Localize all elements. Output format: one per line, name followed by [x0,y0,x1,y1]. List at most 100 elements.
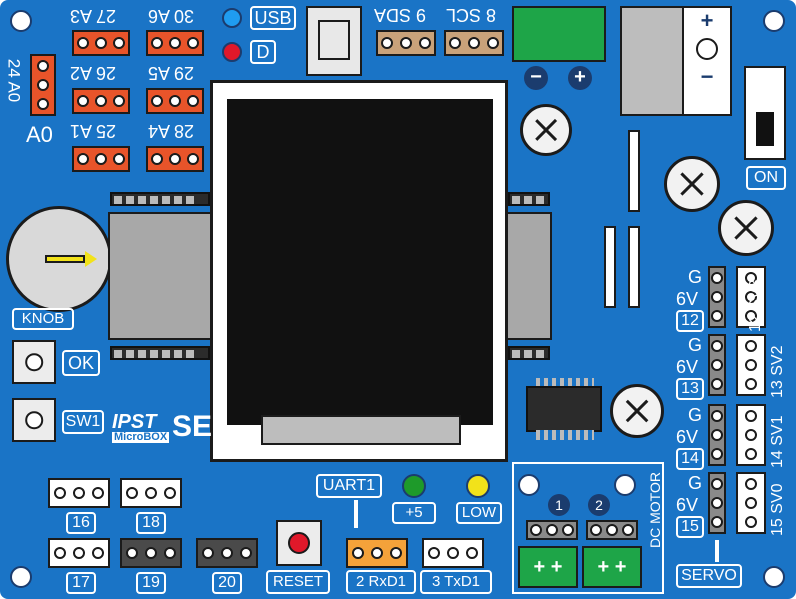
potentiometer-4[interactable] [610,384,664,438]
power-terminal-block[interactable] [512,6,606,62]
motor-terminal-1[interactable]: + + [518,546,578,588]
motor-1-badge: 1 [548,494,570,516]
header-pin [174,350,182,358]
label-on: ON [746,166,786,190]
motor-header-1[interactable] [526,520,578,540]
connector-pin [95,153,107,165]
port-20-connector[interactable] [196,538,258,568]
servo-socket-sv3[interactable] [736,266,766,328]
slot-2 [604,226,616,308]
header-sda[interactable] [376,30,436,56]
led-d [222,42,242,62]
led-yellow [466,474,490,498]
port-19-connector[interactable] [120,538,182,568]
label-usb: USB [250,6,296,30]
motor-terminal-2[interactable]: + + [582,546,642,588]
potentiometer-3[interactable] [718,200,774,256]
slot-1 [628,130,640,212]
connector-pin [164,487,177,499]
usb-connector-slot [318,20,350,60]
label-port-16: 16 [66,512,96,534]
connector-pin [745,339,757,352]
label-a4: 28 A4 [148,121,195,141]
reset-button[interactable] [276,520,322,566]
header-a2[interactable] [72,88,130,114]
servo-socket-sv0[interactable] [736,472,766,534]
connector-pin [125,487,138,499]
port-17-connector[interactable] [48,538,110,568]
connector-pin [590,524,602,536]
header-a1[interactable] [72,146,130,172]
header-a4[interactable] [146,146,204,172]
header-a0[interactable] [30,54,56,116]
usb-connector[interactable] [306,6,362,76]
connector-pin [711,477,723,490]
motor-header-2[interactable] [586,520,638,540]
header-pin [512,196,520,204]
header-a5[interactable] [146,88,204,114]
connector-pin [95,95,107,107]
connector-pin [351,547,364,559]
servo-6v-label-2: 6V [676,357,699,377]
reset-button-cap [288,532,310,554]
connector-pin [745,291,757,303]
potentiometer-1[interactable] [520,104,572,156]
port-16-connector[interactable] [48,478,110,508]
servo-header-15[interactable] [708,472,726,534]
header-pin [114,350,122,358]
header-a6[interactable] [146,30,204,56]
lcd-frame [210,80,508,462]
connector-pin [606,524,618,536]
sw1-button[interactable] [12,398,56,442]
servo-g-label-1: G [688,267,703,287]
connector-pin [145,487,157,499]
mount-hole-top-left [10,10,32,32]
potentiometer-2[interactable] [664,156,720,212]
header-pin [536,350,544,358]
knob-indicator [45,255,85,263]
servo-socket-sv1[interactable] [736,404,766,466]
connector-pin [92,547,105,559]
ok-button[interactable] [12,340,56,384]
mount-hole-bottom-right [763,566,785,588]
servo-6v-label-3: 6V [676,427,699,447]
connector-pin [169,37,181,49]
servo-6v-label-1: 6V [676,289,699,309]
label-low: LOW [456,502,502,524]
servo-header-14[interactable] [708,404,726,466]
connector-pin [240,547,253,559]
knob[interactable] [6,206,112,312]
connector-pin [151,153,163,165]
lcd-pcb-left [108,212,212,340]
label-port-20: 20 [212,572,242,594]
logo-microbox: MicroBOX [112,431,170,443]
label-a6: 30 A6 [148,6,195,26]
connector-pin [711,378,723,391]
port-18-connector[interactable] [120,478,182,508]
connector-pin [169,95,181,107]
ic-pins-top [536,378,594,388]
servo-header-13[interactable] [708,334,726,396]
servo-socket-sv2[interactable] [736,334,766,396]
label-a0-vertical: 24 A0 [4,58,24,103]
connector-pin [113,153,125,165]
header-a3[interactable] [72,30,130,56]
servo-header-12[interactable] [708,266,726,328]
power-switch[interactable] [744,66,786,160]
connector-pin [92,487,105,499]
connector-pin [201,547,214,559]
knob-arrow-icon [85,251,97,267]
connector-pin [711,429,723,441]
power-minus-icon: − [524,66,548,90]
dc-motor-area [512,462,664,594]
header-scl[interactable] [444,30,504,56]
uart-rxd-connector[interactable] [346,538,408,568]
connector-pin [151,37,163,49]
connector-pin [77,153,89,165]
header-pin [126,196,134,204]
connector-pin [381,37,394,49]
connector-pin [466,547,479,559]
uart-txd-connector[interactable] [422,538,484,568]
label-port-18: 18 [136,512,166,534]
dc-jack[interactable] [620,6,684,116]
